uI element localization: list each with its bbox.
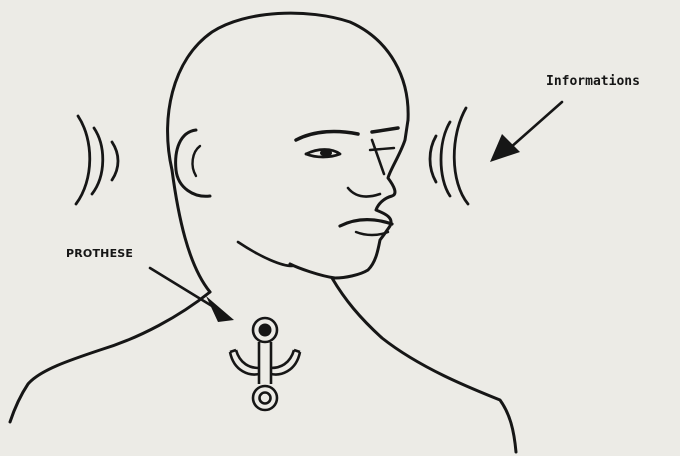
neck-front (332, 278, 516, 452)
left-shoulder (10, 292, 210, 422)
label-prothese: PROTHESE (66, 247, 133, 260)
jawline (238, 242, 292, 266)
label-informations: Informations (546, 74, 640, 89)
back-of-neck (172, 170, 210, 292)
eyebrow (296, 128, 398, 140)
arrow-informations-icon (490, 102, 562, 162)
ear-inner (193, 146, 200, 176)
voice-prosthesis-icon (230, 318, 300, 410)
sound-waves-right-icon (430, 108, 468, 204)
arrow-prothese-icon (150, 268, 234, 322)
nostril (348, 188, 380, 196)
pupil (320, 150, 332, 157)
nose-line (372, 140, 384, 174)
mouth (340, 220, 392, 226)
head-outline (168, 13, 409, 170)
face-profile (290, 120, 408, 278)
sound-waves-left-icon (76, 116, 118, 204)
lower-lip (356, 232, 388, 235)
